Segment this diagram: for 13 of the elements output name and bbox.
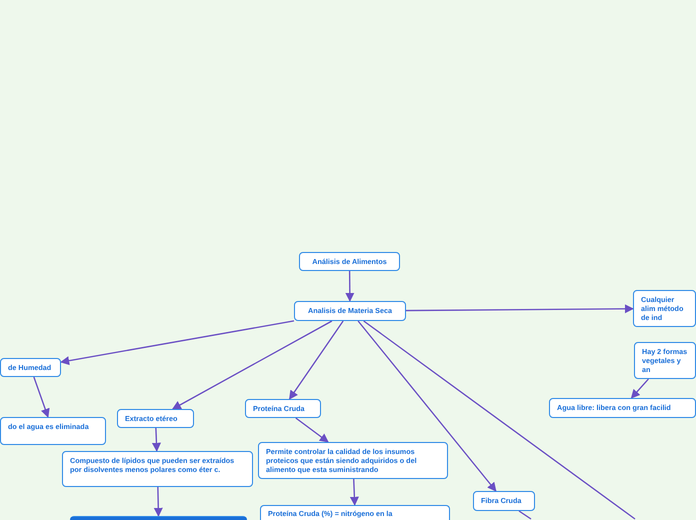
empty-box [70,516,247,520]
arrow [152,428,161,452]
arrow [358,320,496,492]
arrow [289,320,344,400]
arrow [630,378,649,399]
arrow [350,478,359,506]
arrow [154,486,163,517]
arrow [172,320,332,410]
arrow [345,271,354,302]
arrow [60,320,294,366]
arrow [295,417,329,443]
arrow [406,304,634,314]
arrow [33,376,50,418]
